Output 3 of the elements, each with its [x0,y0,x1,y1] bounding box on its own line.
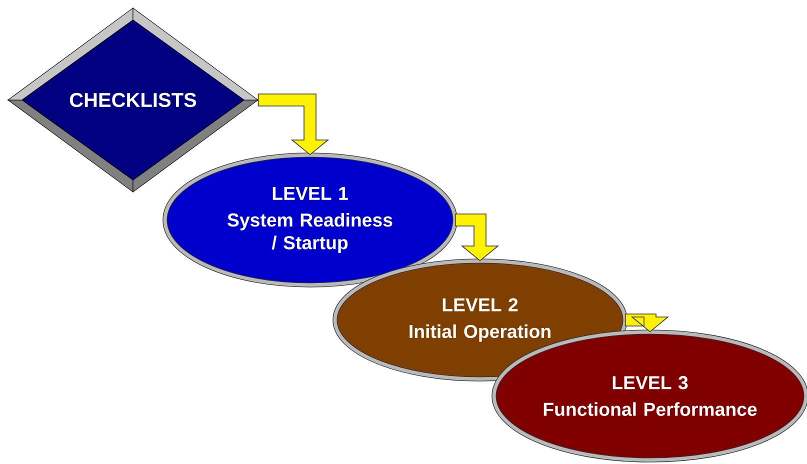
block-arrow [454,214,500,262]
block-arrow [258,94,330,156]
block-arrow [624,314,670,332]
